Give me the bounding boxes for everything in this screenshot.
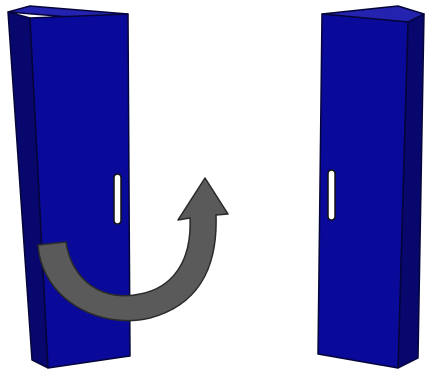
cabinet-right-handle [328, 170, 335, 220]
cabinet-right [318, 6, 424, 368]
cabinet-left-handle [114, 174, 121, 224]
